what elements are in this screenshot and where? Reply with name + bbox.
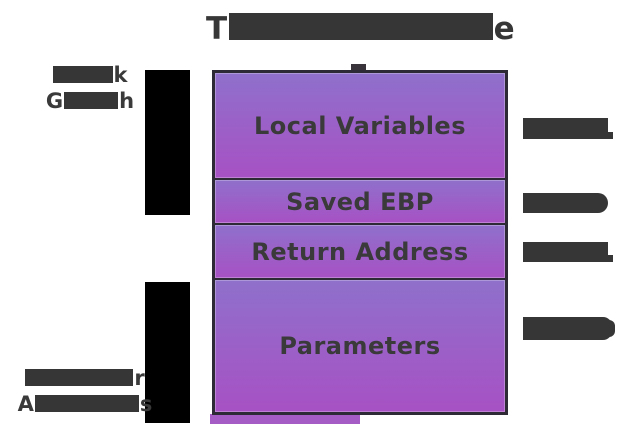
row-label: Return Address (251, 237, 469, 266)
arrow-remnant-notch (351, 64, 366, 71)
row-label: Parameters (279, 332, 441, 360)
visible-fragment: G (45, 89, 64, 113)
redaction-box (64, 92, 119, 109)
visible-fragment: h (119, 89, 135, 113)
redacted-address-label-3 (523, 242, 613, 262)
row-label: Saved EBP (286, 187, 434, 216)
redaction-box (25, 369, 134, 386)
stack-growth-arrow-bar (145, 70, 190, 215)
redaction-box (34, 395, 139, 412)
purple-sliver (210, 414, 360, 424)
stack-row-return-address: Return Address (215, 225, 505, 280)
stack-row-saved-ebp: Saved EBP (215, 180, 505, 225)
stack-growth-line1: k (38, 62, 142, 88)
visible-fragment: s (139, 392, 153, 416)
redacted-address-label-1 (523, 118, 613, 139)
stack-frame-box: Local Variables Saved EBP Return Address… (212, 70, 508, 415)
higher-addresses-line1: r (6, 365, 164, 391)
higher-addresses-arrow-bar (145, 282, 190, 423)
stack-row-local-variables: Local Variables (215, 73, 505, 180)
title-suffix: e (493, 11, 516, 47)
title-prefix: T (206, 11, 228, 47)
visible-fragment: A (17, 392, 34, 416)
redacted-address-label-2 (523, 193, 608, 213)
stack-row-parameters: Parameters (215, 280, 505, 412)
redaction-box (52, 66, 113, 83)
visible-fragment: r (134, 366, 145, 390)
title-redaction-box (228, 13, 493, 40)
visible-fragment: k (113, 63, 128, 87)
redacted-address-label-4 (523, 317, 615, 340)
row-label: Local Variables (254, 111, 466, 140)
